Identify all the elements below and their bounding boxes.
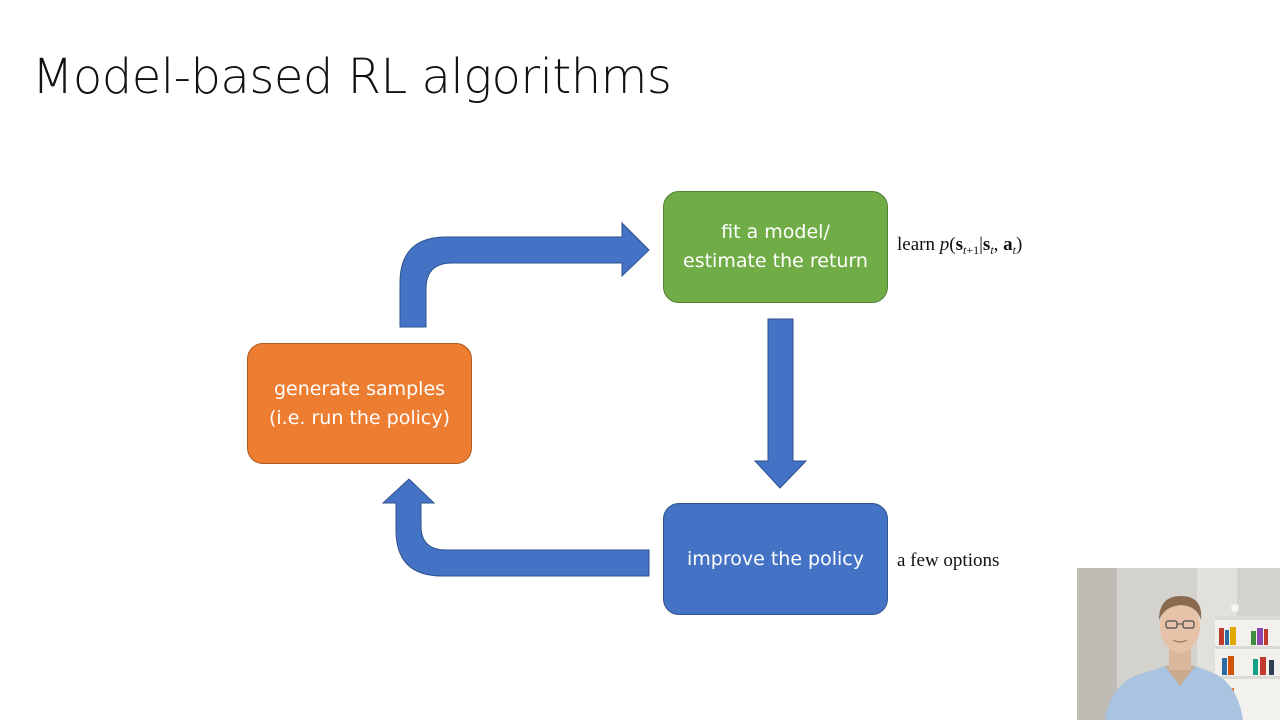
node-generate-samples-line-1: generate samples	[273, 377, 446, 400]
annotation-learn-formula: p(st+1|st, at)	[939, 234, 1023, 257]
arrow-generate-to-fit	[399, 221, 650, 328]
arrow-improve-to-generate	[381, 478, 650, 577]
annotation-learn-prefix: learn	[897, 234, 935, 255]
node-fit-model-line-1: fit a model/	[721, 221, 830, 243]
annotation-few-options: a few options	[897, 550, 1000, 571]
presenter-webcam	[1077, 568, 1280, 720]
presenter-video-image	[1077, 568, 1280, 720]
node-improve-policy: improve the policy	[663, 503, 888, 615]
node-fit-model: fit a model/ estimate the return	[663, 191, 888, 303]
node-fit-model-line-2: estimate the return	[683, 250, 868, 272]
node-generate-samples-line-2: (i.e. run the policy)	[268, 406, 450, 429]
arrow-fit-to-improve	[753, 318, 808, 489]
slide-title: Model-based RL algorithms	[32, 49, 672, 105]
node-generate-samples: generate samples (i.e. run the policy)	[247, 343, 472, 464]
annotation-learn-dynamics: learn p(st+1|st, at)	[897, 234, 1022, 256]
node-improve-policy-line-1: improve the policy	[687, 547, 864, 570]
